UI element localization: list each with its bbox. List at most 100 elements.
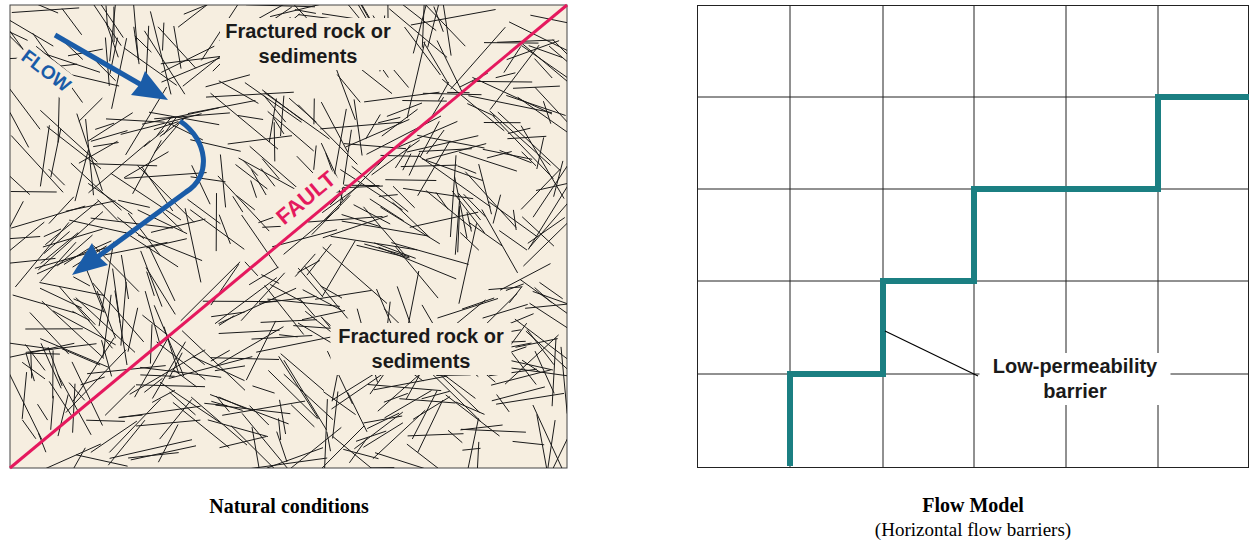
fracture-line: [215, 278, 277, 324]
fracture-line: [228, 136, 292, 144]
panel-background: [10, 5, 567, 468]
fracture-line: [10, 368, 42, 439]
fracture-line: [435, 370, 480, 413]
fracture-line: [393, 202, 430, 238]
fracture-line: [40, 110, 97, 162]
fracture-line: [535, 288, 552, 303]
fracture-line: [280, 400, 286, 434]
fracture-line: [219, 316, 234, 326]
fracture-line: [522, 217, 554, 246]
fracture-line: [483, 304, 528, 318]
fracture-line: [438, 82, 448, 100]
fracture-line: [10, 112, 29, 147]
fracture-line: [462, 298, 494, 309]
fracture-line: [342, 215, 380, 227]
fracture-line: [496, 73, 516, 78]
fracture-line: [191, 397, 247, 445]
fracture-line: [506, 95, 565, 115]
fracture-line: [469, 222, 502, 246]
fracture-line: [374, 243, 415, 259]
fracture-line: [371, 467, 394, 468]
arrowhead: [131, 71, 168, 100]
fracture-line: [26, 354, 34, 382]
fracture-line: [62, 349, 100, 365]
fracture-line: [42, 301, 104, 358]
fracture-line: [215, 366, 245, 371]
fracture-line: [145, 291, 160, 346]
fracture-line: [354, 205, 391, 224]
fracture-line: [411, 10, 496, 26]
fracture-line: [69, 383, 85, 401]
fracture-line: [91, 131, 128, 142]
fracture-line: [533, 405, 567, 468]
fracture-line: [540, 282, 563, 298]
arrowhead: [72, 243, 108, 275]
fracture-line: [378, 117, 400, 122]
fracture-line: [25, 328, 83, 329]
fracture-line: [216, 193, 217, 251]
fracture-line: [334, 62, 356, 120]
fracture-line: [327, 432, 331, 452]
fracture-line: [424, 5, 465, 46]
fracture-line: [543, 415, 567, 468]
fracture-line: [154, 305, 184, 376]
fracture-line: [144, 130, 164, 146]
fracture-line: [535, 87, 567, 130]
fracture-line: [58, 394, 68, 436]
fracture-line: [535, 59, 553, 78]
fracture-line: [458, 206, 460, 252]
grid-line: [883, 5, 884, 468]
fracture-line: [408, 434, 464, 436]
fracture-line: [26, 344, 97, 353]
fracture-line: [402, 100, 447, 102]
fracture-line: [267, 448, 323, 468]
fracture-line: [553, 40, 567, 57]
fracture-line: [38, 404, 48, 420]
fracture-line: [354, 99, 362, 155]
fracture-line: [142, 315, 204, 365]
fracture-line: [516, 339, 558, 348]
fracture-line: [523, 205, 567, 266]
fracture-line: [105, 386, 135, 416]
fracture-line: [402, 5, 437, 31]
fracture-line: [297, 156, 313, 173]
fracture-line: [236, 196, 254, 210]
fracture-line: [252, 336, 313, 340]
fracture-line: [91, 218, 173, 228]
fracture-line: [399, 399, 455, 403]
fracture-line: [380, 207, 439, 244]
fracture-line: [375, 453, 444, 468]
fracture-line: [206, 75, 250, 87]
fracture-line: [490, 45, 539, 110]
fracture-line: [267, 299, 339, 306]
fracture-line: [340, 170, 402, 211]
fracture-line: [169, 357, 253, 379]
fracture-line: [509, 286, 522, 303]
fracture-line: [384, 393, 408, 402]
fracture-line: [62, 9, 82, 35]
fracture-line: [136, 420, 200, 426]
fracture-line: [121, 282, 126, 346]
fracture-line: [455, 199, 459, 255]
fracture-line: [269, 99, 276, 143]
fracture-line: [368, 385, 441, 391]
fracture-line: [422, 159, 483, 181]
fracture-line: [509, 22, 567, 57]
fracture-line: [133, 140, 162, 194]
fracture-line: [141, 251, 162, 307]
fracture-line: [467, 104, 495, 117]
fracture-line: [76, 298, 135, 353]
fracture-line: [211, 93, 279, 149]
fracture-line: [146, 239, 187, 248]
fracture-line: [520, 42, 567, 83]
fracture-line: [308, 217, 382, 223]
fracture-line: [87, 270, 104, 312]
fracture-line: [219, 81, 259, 104]
fracture-line: [251, 181, 257, 198]
fracture-line: [113, 269, 121, 323]
fracture-line: [77, 306, 95, 325]
fracture-line: [88, 183, 132, 214]
fracture-line: [343, 449, 378, 458]
fracture-line: [41, 242, 76, 281]
fracture-line: [298, 268, 323, 297]
